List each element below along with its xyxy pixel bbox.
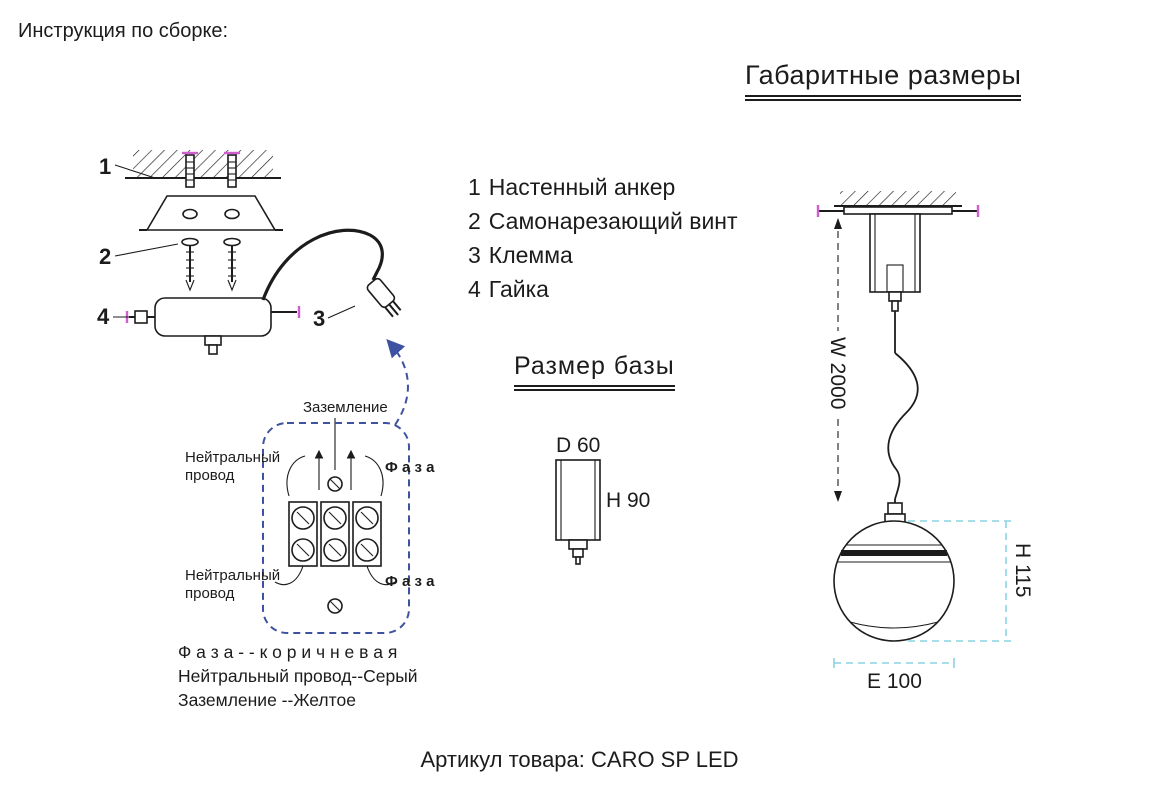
sphere-diameter-label: E 100 [867, 670, 922, 693]
product-article: Артикул товара: CARO SP LED [420, 747, 739, 772]
wire-color-legend: Ф а з а - - к о р и ч н е в а я Нейтраль… [178, 640, 418, 712]
dimensions-heading: Габаритные размеры [745, 60, 1022, 101]
part-item-4: 4 Гайка [468, 272, 738, 306]
power-cable [261, 228, 384, 301]
part-label: Самонарезающий винт [488, 208, 738, 234]
part-item-1: 1 Настенный анкер [468, 170, 738, 204]
canopy-cylinder [869, 213, 921, 312]
wall-anchor-right-icon [224, 151, 240, 188]
base-size-heading-text: Размер базы [514, 352, 675, 391]
neutral-label-top-line2: провод [185, 467, 235, 484]
phase-label-top: Ф а з а [385, 459, 435, 476]
mounting-bracket [139, 195, 283, 231]
ground-screw-top-icon [327, 476, 343, 492]
part-number: 1 [468, 174, 481, 200]
callout-3: 3 [313, 306, 325, 331]
part-number: 2 [468, 208, 481, 234]
ceiling-mount [816, 191, 980, 217]
base-size-diagram: D 60 H 90 [555, 434, 650, 565]
neutral-label-bottom-line1: Нейтральный [185, 567, 280, 584]
neutral-label-top-line1: Нейтральный [185, 449, 280, 466]
callout-2: 2 [99, 244, 111, 269]
callout-4: 4 [97, 304, 110, 329]
base-clamp [568, 539, 588, 565]
part-item-2: 2 Самонарезающий винт [468, 204, 738, 238]
suspension-cable [887, 311, 919, 505]
part-number: 3 [468, 242, 481, 268]
neutral-label-bottom-line2: провод [185, 585, 235, 602]
legend-neutral: Нейтральный провод--Серый [178, 666, 418, 686]
ceiling-hatch [125, 150, 281, 179]
assembly-wiring-diagram: 1 2 4 3 Заземление [97, 150, 435, 634]
sphere-lamp [833, 502, 955, 642]
terminal-block-right [352, 501, 382, 567]
base-size-heading: Размер базы [514, 352, 675, 391]
base-housing [125, 297, 301, 355]
callout-1-leader [114, 164, 156, 179]
callout-2-leader [114, 243, 179, 257]
wire-length-label: W 2000 [826, 337, 849, 409]
dimensions-heading-text: Габаритные размеры [745, 60, 1022, 101]
ground-label: Заземление [303, 399, 388, 416]
base-canopy [555, 459, 601, 541]
overall-dimensions-diagram: W 2000 H 115 E 100 [816, 191, 1034, 693]
height-dimension [908, 520, 1012, 642]
part-label: Клемма [488, 242, 573, 268]
terminal-block-middle [320, 501, 350, 567]
ground-screw-bottom-icon [327, 598, 343, 614]
screw-right-icon [223, 237, 241, 292]
legend-phase: Ф а з а - - к о р и ч н е в а я [178, 642, 398, 662]
sphere-height-label: H 115 [1011, 543, 1034, 597]
part-label: Гайка [488, 276, 549, 302]
wire-hooks-bottom-icon [274, 565, 396, 586]
base-diameter-label: D 60 [556, 434, 600, 457]
phase-label-bottom: Ф а з а [385, 573, 435, 590]
callout-1: 1 [99, 154, 111, 179]
callout-3-leader [327, 305, 356, 319]
legend-ground: Заземление --Желтое [178, 690, 356, 710]
wall-anchor-left-icon [182, 151, 198, 188]
wire-arrows-top-icon [286, 449, 384, 497]
base-height-label: H 90 [606, 489, 650, 512]
terminal-connector [366, 277, 402, 318]
part-label: Настенный анкер [488, 174, 676, 200]
part-number: 4 [468, 276, 481, 302]
diameter-dimension [833, 658, 955, 668]
wire-length-dimension [834, 218, 842, 502]
terminal-block-left [288, 501, 318, 567]
wiring-to-connector-arrow-icon [386, 339, 409, 426]
wiring-box-outline [262, 422, 410, 634]
screw-left-icon [181, 237, 199, 292]
part-item-3: 3 Клемма [468, 238, 738, 272]
page-title: Инструкция по сборке: [18, 20, 229, 42]
